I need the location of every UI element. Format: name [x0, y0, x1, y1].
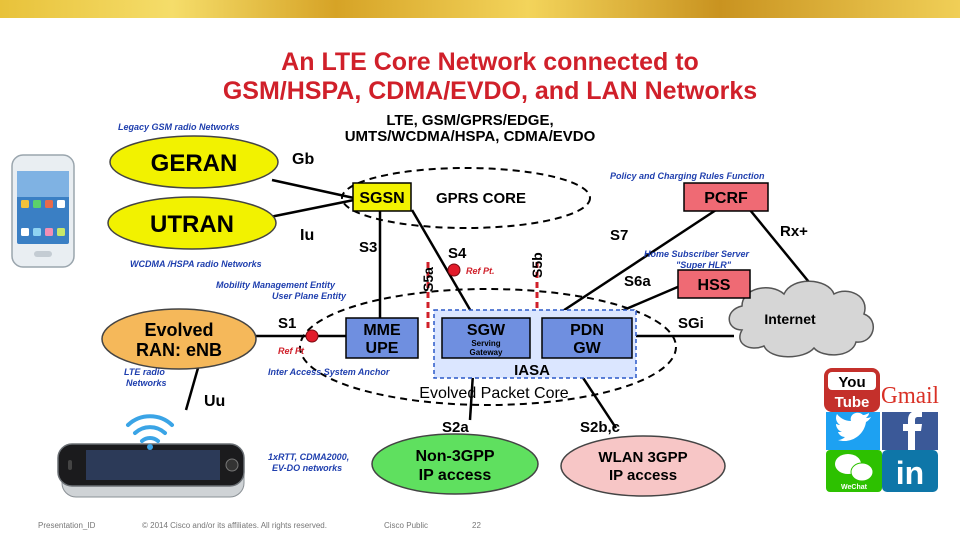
hss-caption-line-2: "Super HLR"	[676, 260, 732, 270]
utran-label: UTRAN	[150, 211, 234, 238]
wlan-line-2: IP access	[609, 467, 677, 484]
cdma-caption-line-2: EV-DO networks	[272, 463, 342, 473]
evolved-packet-core-label: Evolved Packet Core	[419, 385, 569, 402]
evolved-ran-line-2: RAN: eNB	[136, 340, 222, 360]
s6a-label: S6a	[624, 273, 651, 290]
s5a-label: S5a	[420, 267, 436, 292]
uu-label: Uu	[204, 393, 225, 410]
evolved-ran-ellipse	[101, 308, 257, 370]
footer-presentation-id: Presentation_ID	[38, 521, 96, 530]
mme-upe-box	[345, 317, 419, 359]
ref-point-dot-s4	[447, 263, 461, 277]
pdn-label: PDN	[570, 322, 604, 339]
legacy-gsm-caption: Legacy GSM radio Networks	[118, 122, 240, 132]
hss-caption-line-1: Home Subscriber Server	[644, 249, 750, 259]
gmail-text: Gmail	[881, 383, 939, 409]
utran-ellipse	[107, 196, 277, 250]
facebook-icon[interactable]	[882, 411, 938, 450]
internet-label: Internet	[764, 311, 816, 327]
s7-label: S7	[610, 227, 628, 244]
cdma-caption-line-1: 1xRTT, CDMA2000,	[268, 452, 349, 462]
gprs-core-ellipse	[341, 167, 591, 229]
ref-point-dashed-lines	[426, 262, 539, 332]
s3-label: S3	[359, 239, 377, 256]
s2bc-label: S2b,c	[580, 419, 620, 436]
pcrf-label: PCRF	[704, 190, 748, 207]
mme-caption-line-2: User Plane Entity	[272, 291, 347, 301]
slide-title-line-2: GSM/HSPA, CDMA/EVDO, and LAN Networks	[222, 77, 758, 105]
sgsn-label: SGSN	[359, 190, 404, 207]
mme-label: MME	[363, 322, 401, 339]
non-3gpp-line-1: Non-3GPP	[415, 448, 494, 465]
evolved-ran-line-1: Evolved	[144, 320, 213, 340]
s2a-label: S2a	[442, 419, 469, 436]
slide-title-line-1: An LTE Core Network connected to	[281, 48, 699, 76]
ref-pt-label-2: Ref Pt	[278, 346, 305, 356]
wechat-text: WeChat	[841, 484, 868, 491]
top-label-line-2: UMTS/WCDMA/HSPA, CDMA/EVDO	[345, 128, 596, 145]
sgw-sub-line-2: Gateway	[470, 348, 503, 357]
wlan-line-1: WLAN 3GPP	[598, 449, 687, 466]
gmail-icon[interactable]: Gmail	[880, 368, 940, 412]
twitter-icon[interactable]	[826, 412, 880, 450]
s4-label: S4	[448, 245, 467, 262]
geran-label: GERAN	[151, 150, 238, 177]
slide-title: An LTE Core Network connected to GSM/HSP…	[130, 48, 850, 106]
wifi-icon	[126, 414, 174, 450]
youtube-tube-text: Tube	[835, 394, 870, 411]
youtube-you-text: You	[838, 374, 865, 391]
iasa-caption: Inter Access System Anchor	[268, 367, 390, 377]
s5b-label: S5b	[529, 252, 545, 278]
smartphone-image	[11, 154, 75, 268]
pdn-gw-box	[541, 317, 633, 359]
iu-label: Iu	[300, 227, 314, 244]
sgi-label: SGi	[678, 315, 704, 332]
footer-copyright: © 2014 Cisco and/or its affiliates. All …	[142, 521, 327, 530]
linkedin-icon[interactable]: in	[882, 450, 938, 492]
geran-ellipse	[109, 135, 279, 189]
hss-label: HSS	[698, 277, 731, 294]
rx-plus-label: Rx+	[780, 223, 808, 240]
sgw-label: SGW	[467, 322, 506, 339]
evolved-packet-core-ellipse	[299, 288, 677, 406]
gw-label: GW	[573, 340, 601, 357]
mme-caption-line-1: Mobility Management Entity	[216, 280, 336, 290]
ref-pt-label-1: Ref Pt.	[466, 266, 495, 276]
wlan-3gpp-ellipse	[560, 435, 726, 497]
s1-label: S1	[278, 315, 296, 332]
wcdma-caption: WCDMA /HSPA radio Networks	[130, 259, 262, 269]
footer-page-number: 22	[472, 521, 481, 530]
top-label-line-1: LTE, GSM/GPRS/EDGE,	[386, 112, 553, 129]
hss-box	[677, 269, 751, 299]
sgw-sub-line-1: Serving	[471, 339, 500, 348]
iphone-image	[57, 443, 245, 498]
pcrf-box	[683, 182, 769, 212]
sgw-box	[441, 317, 531, 359]
lte-radio-caption-line-1: LTE radio	[124, 367, 165, 377]
pcrf-caption: Policy and Charging Rules Function	[610, 171, 765, 181]
linkedin-text: in	[896, 455, 924, 491]
footer-classification: Cisco Public	[384, 521, 429, 530]
non-3gpp-line-2: IP access	[419, 467, 492, 484]
sgsn-box	[352, 182, 412, 212]
ref-point-dot-s1	[305, 329, 319, 343]
gprs-core-label: GPRS CORE	[436, 190, 526, 207]
youtube-icon[interactable]: You Tube	[824, 368, 880, 412]
lte-radio-caption-line-2: Networks	[126, 378, 167, 388]
non-3gpp-ellipse	[371, 433, 539, 495]
gb-label: Gb	[292, 151, 314, 168]
upe-label: UPE	[366, 340, 399, 357]
top-banner	[0, 0, 960, 18]
wechat-icon[interactable]: WeChat	[826, 450, 882, 492]
iasa-label: IASA	[514, 362, 550, 379]
